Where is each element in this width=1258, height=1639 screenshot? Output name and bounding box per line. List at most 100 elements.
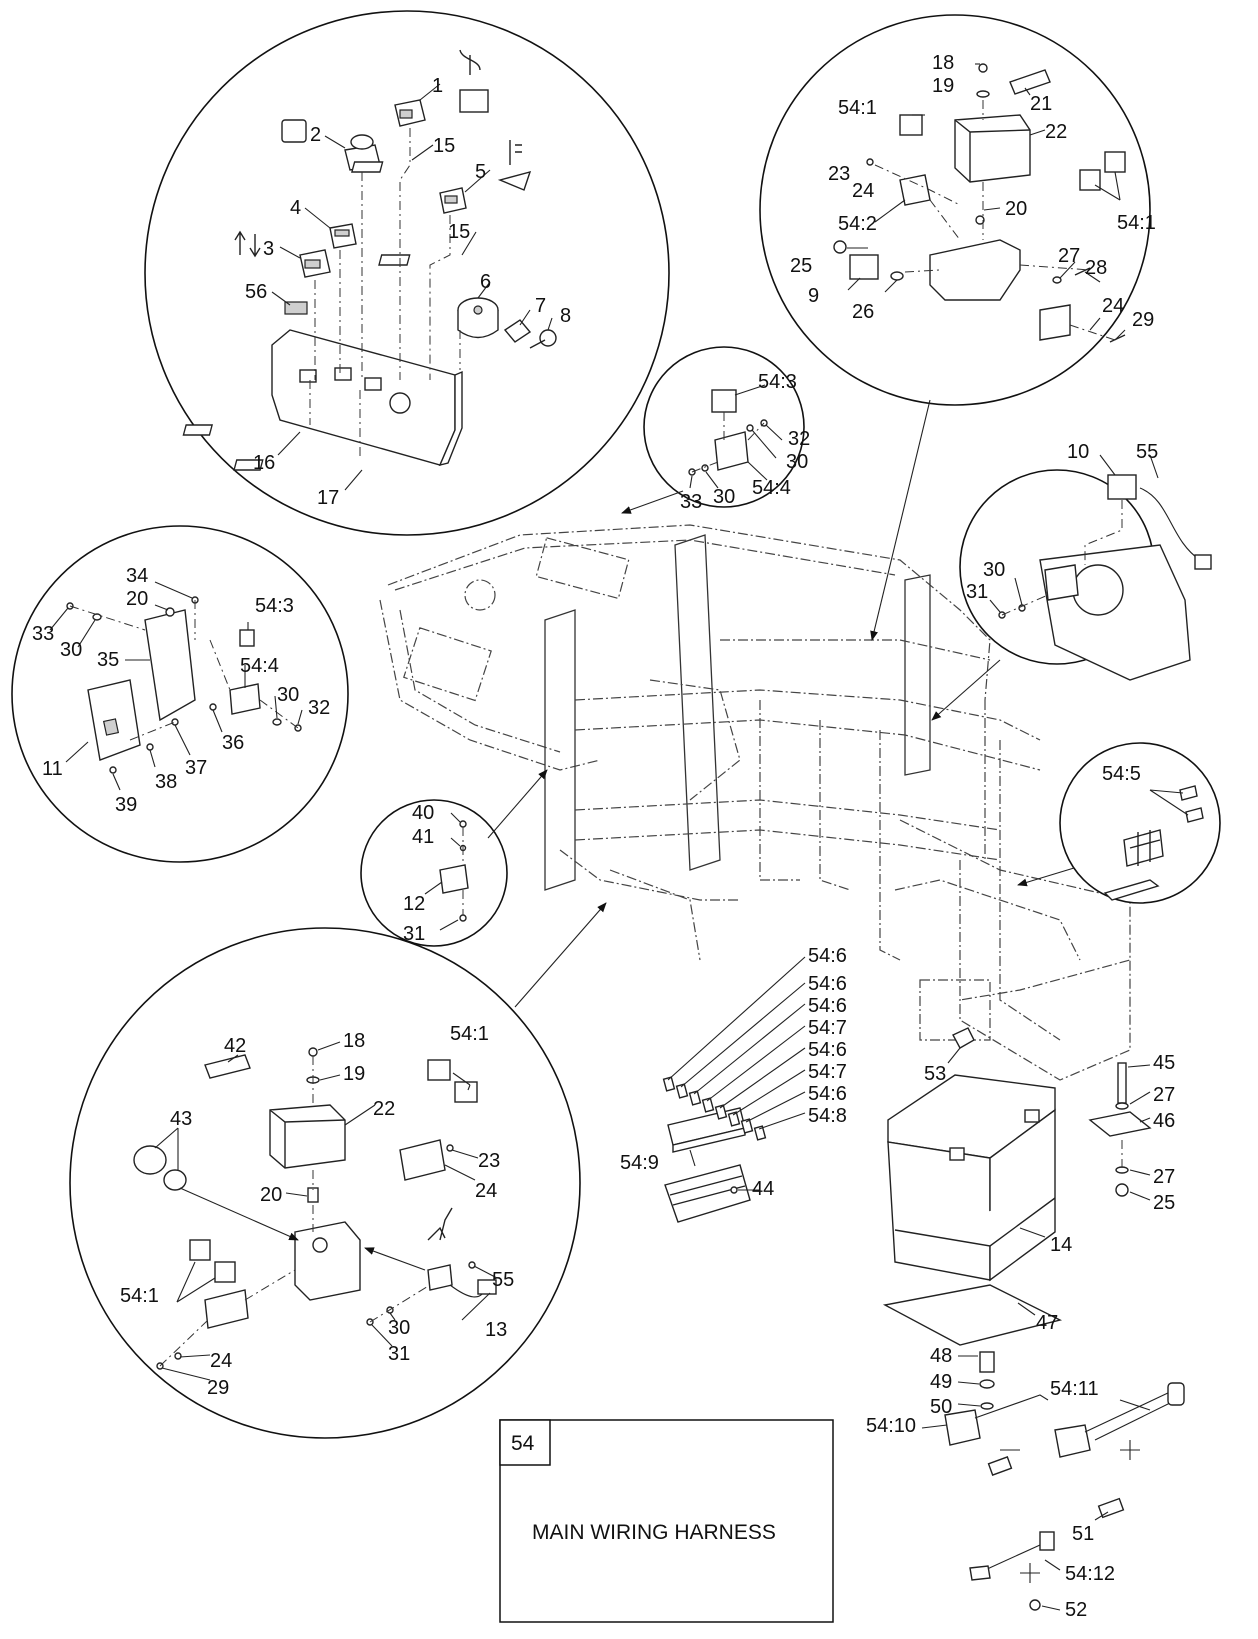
mounting-bracket <box>294 1221 361 1301</box>
relay-54-1-c <box>189 1239 211 1261</box>
label-30-right: 30 <box>786 451 808 473</box>
label-54-2: 54:2 <box>838 213 877 235</box>
label-23: 23 <box>828 163 850 185</box>
switch-13 <box>427 1207 453 1241</box>
cable-terminal-53 <box>952 1027 975 1049</box>
sensor-mount-plate <box>1044 564 1079 601</box>
label-54-1-right: 54:1 <box>1117 212 1156 234</box>
label-34: 34 <box>126 565 148 587</box>
detail-circle-bottom-bracket <box>69 927 581 1439</box>
label-23: 23 <box>478 1150 500 1172</box>
label-45: 45 <box>1153 1052 1175 1074</box>
blank-plug-56 <box>284 301 308 315</box>
bezel-15-lower <box>378 254 411 266</box>
label-54-10: 54:10 <box>866 1415 916 1437</box>
washer-30-right <box>746 424 754 432</box>
label-50: 50 <box>930 1396 952 1418</box>
label-fuse-54-7-b: 54:7 <box>808 1061 847 1083</box>
label-13: 13 <box>485 1319 507 1341</box>
label-54-12: 54:12 <box>1065 1563 1115 1585</box>
label-28: 28 <box>1085 257 1107 279</box>
fuse-54-5-a <box>1179 785 1198 801</box>
mounting-bracket <box>929 239 1021 301</box>
label-46: 46 <box>1153 1110 1175 1132</box>
screw-23 <box>446 1144 454 1152</box>
label-16: 16 <box>253 452 275 474</box>
label-41: 41 <box>412 826 434 848</box>
label-7: 7 <box>535 295 546 317</box>
fuse-holder <box>1123 829 1164 867</box>
label-49: 49 <box>930 1371 952 1393</box>
label-19: 19 <box>932 75 954 97</box>
label-22: 22 <box>1045 121 1067 143</box>
screw-44 <box>730 1186 738 1194</box>
washer-27 <box>1052 276 1062 284</box>
relay-holder-lower <box>204 1289 249 1329</box>
relay-54-1-upper <box>899 114 923 136</box>
label-54-1-upper: 54:1 <box>838 97 877 119</box>
connector-13 <box>477 1279 497 1295</box>
nut-52 <box>1029 1599 1041 1611</box>
detail-circle-component-12 <box>360 799 508 947</box>
label-20: 20 <box>1005 198 1027 220</box>
label-54-4: 54:4 <box>240 655 279 677</box>
label-48: 48 <box>930 1345 952 1367</box>
washer-30-left <box>92 613 102 621</box>
positive-cable-eye <box>1167 1382 1185 1406</box>
bolt-48 <box>979 1351 995 1373</box>
preheat-symbol <box>459 49 481 75</box>
label-43: 43 <box>170 1108 192 1130</box>
screw-55 <box>468 1261 476 1269</box>
label-24-lower: 24 <box>1102 295 1124 317</box>
negative-bolt <box>987 1456 1013 1476</box>
temperature-symbol <box>509 140 522 165</box>
label-32: 32 <box>788 428 810 450</box>
label-24-lower: 24 <box>210 1350 232 1372</box>
positive-cable-terminal <box>1054 1424 1091 1458</box>
harness-number-cell <box>499 1419 551 1466</box>
label-31: 31 <box>403 923 425 945</box>
bolt-28 <box>1074 267 1091 276</box>
harness-box-frame <box>499 1419 834 1623</box>
fuse-box-detail: 54:6 54:6 54:6 54:7 54:6 54:7 54:6 54:8 … <box>620 945 847 1223</box>
label-fuse-54-7-a: 54:7 <box>808 1017 847 1039</box>
label-42: 42 <box>224 1035 246 1057</box>
label-3: 3 <box>263 238 274 260</box>
label-24-upper: 24 <box>852 180 874 202</box>
screw-40 <box>459 820 467 828</box>
screw-18 <box>308 1047 318 1057</box>
detail-circle-fuse-holder <box>1059 742 1221 904</box>
washer-19 <box>976 90 990 98</box>
label-54-4: 54:4 <box>752 477 791 499</box>
label-20: 20 <box>126 588 148 610</box>
screw-18 <box>978 63 988 73</box>
relay-holder-54-4 <box>229 683 261 715</box>
nut-25 <box>1115 1183 1129 1197</box>
label-31: 31 <box>966 581 988 603</box>
relay-54-3-detail: 54:3 32 30 54:4 33 30 <box>643 346 810 513</box>
cable-eye-54-12 <box>1039 1531 1055 1551</box>
label-44: 44 <box>752 1178 774 1200</box>
label-52: 52 <box>1065 1599 1087 1621</box>
label-55: 55 <box>1136 441 1158 463</box>
label-54-3: 54:3 <box>255 595 294 617</box>
label-4: 4 <box>290 197 301 219</box>
screw-29 <box>1109 334 1126 343</box>
bezel-17 <box>233 459 264 471</box>
bolt-45 <box>1117 1062 1127 1104</box>
negative-cable-terminal <box>944 1409 981 1446</box>
label-32: 32 <box>308 697 330 719</box>
label-47: 47 <box>1036 1312 1058 1334</box>
relay-holder-detail: 18 19 21 22 54:1 23 24 54:2 20 54:1 25 9… <box>759 14 1156 406</box>
washer-30-right <box>272 718 282 726</box>
battery-mat-47 <box>882 1284 1063 1346</box>
harness-number: 54 <box>511 1432 535 1455</box>
washer-49 <box>979 1379 995 1389</box>
label-12: 12 <box>403 893 425 915</box>
bottom-relay-bracket-detail: 42 18 19 54:1 22 43 23 24 20 54:1 55 30 … <box>69 927 581 1439</box>
label-37: 37 <box>185 757 207 779</box>
label-20: 20 <box>260 1184 282 1206</box>
relay-54-1-right-a <box>1079 169 1101 191</box>
washer-27-upper <box>1115 1102 1129 1110</box>
